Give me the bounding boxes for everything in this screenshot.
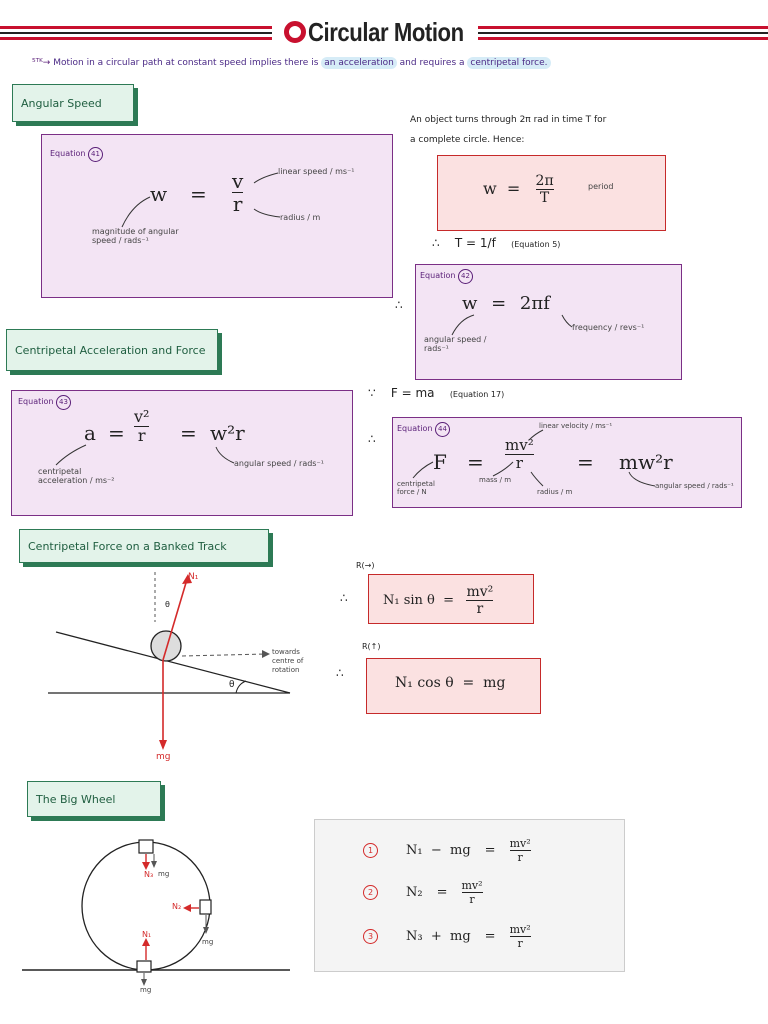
therefore-44: ∴: [368, 432, 376, 446]
equation-41-label: Equation 41: [50, 147, 103, 162]
eq41-note-angular: magnitude of angular speed / rads⁻¹: [92, 227, 179, 245]
eq43-note-ang: angular speed / rads⁻¹: [234, 459, 324, 468]
period-text: An object turns through 2π rad in time T…: [410, 115, 607, 145]
eq44-note-ang: angular speed / rads⁻¹: [655, 482, 734, 490]
eq44-note-mass: mass / m: [479, 476, 512, 484]
eq43-note-acc: centripetal acceleration / ms⁻²: [38, 467, 115, 485]
eq44-lhs: F: [433, 450, 447, 474]
intro-line: ⁵ᵀᴷ→ Motion in a circular path at consta…: [32, 57, 612, 69]
eq41-equals: =: [190, 182, 207, 206]
section-centripetal: Centripetal Acceleration and Force: [6, 329, 218, 371]
eq42-note-angular: angular speed / rads⁻¹: [424, 335, 487, 353]
big-wheel-diagram: [22, 839, 290, 986]
wheel-n1-label: N₁: [142, 930, 152, 939]
eq44-note-linear: linear velocity / ms⁻¹: [539, 422, 613, 430]
wheel-mg-top: mg: [158, 870, 170, 878]
wheel-mg-bottom: mg: [140, 986, 152, 994]
banked-theta-top: θ: [165, 600, 170, 609]
equation-43-label: Equation 43: [18, 395, 71, 410]
wheel-n2-label: N₂: [172, 902, 182, 911]
eq44-arrows: [412, 429, 656, 487]
eq44-note-force: centripetal force / N: [397, 480, 435, 496]
period-note: period: [588, 182, 614, 191]
eq43-equals-1: =: [108, 421, 125, 445]
banked-eq2: N₁ cos θ = mg: [395, 675, 506, 691]
banked-eq2-box: N₁ cos θ = mg: [366, 658, 541, 714]
header-bar-right: [478, 26, 768, 40]
banked-r-right: R(→): [356, 561, 375, 570]
eq41-note-linear: linear speed / ms⁻¹: [278, 167, 355, 176]
title-ring-icon: [284, 21, 306, 43]
page-title: Circular Motion: [284, 14, 491, 50]
banked-mg-label: mg: [156, 752, 171, 762]
eq43-arrows: [55, 444, 235, 466]
banked-towards-label: towards centre of rotation: [272, 648, 304, 674]
section-angular-speed: Angular Speed: [12, 84, 134, 122]
eq42-note-freq: frequency / revs⁻¹: [572, 323, 645, 332]
eq43-lhs: a: [84, 421, 96, 445]
eq44-rhs: mw²r: [619, 450, 673, 474]
eq43-equals-2: =: [180, 421, 197, 445]
section-banked: Centripetal Force on a Banked Track: [19, 529, 269, 563]
wheel-mg-right: mg: [202, 938, 214, 946]
banked-therefore-2: ∴: [336, 666, 344, 680]
t-equation: ∴ T = 1/f (Equation 5): [432, 236, 561, 250]
equation-44-box: Equation 44 linear velocity / ms⁻¹ F = m…: [392, 417, 742, 508]
equation-42-label: Equation 42: [420, 269, 473, 284]
eq44-equals-1: =: [467, 450, 484, 474]
banked-diagram: [48, 572, 291, 750]
equation-44-label: Equation 44: [397, 422, 450, 437]
wheel-n3-label: N₃: [144, 870, 154, 879]
banked-n1-label: N₁: [188, 572, 199, 582]
eq41-lhs: w: [150, 182, 168, 206]
eq41-note-radius: radius / m: [280, 213, 321, 222]
equation-42-box: Equation 42 w = 2πf frequency / revs⁻¹ a…: [415, 264, 682, 380]
eq44-equals-2: =: [577, 450, 594, 474]
section-big-wheel: The Big Wheel: [27, 781, 161, 817]
therefore-42: ∴: [395, 298, 403, 312]
header-bar-left: [0, 26, 272, 40]
banked-therefore-1: ∴: [340, 591, 348, 605]
banked-theta-bottom: θ: [229, 680, 235, 690]
eq44-note-radius: radius / m: [537, 488, 573, 496]
eq42-body: w = 2πf: [462, 293, 550, 314]
f-ma-line: ∵ F = ma (Equation 17): [368, 386, 505, 400]
eq43-rhs: w²r: [210, 421, 245, 445]
eq41-arrows: [121, 172, 281, 228]
eq42-arrows: [451, 314, 573, 336]
banked-r-up: R(↑): [362, 642, 381, 651]
